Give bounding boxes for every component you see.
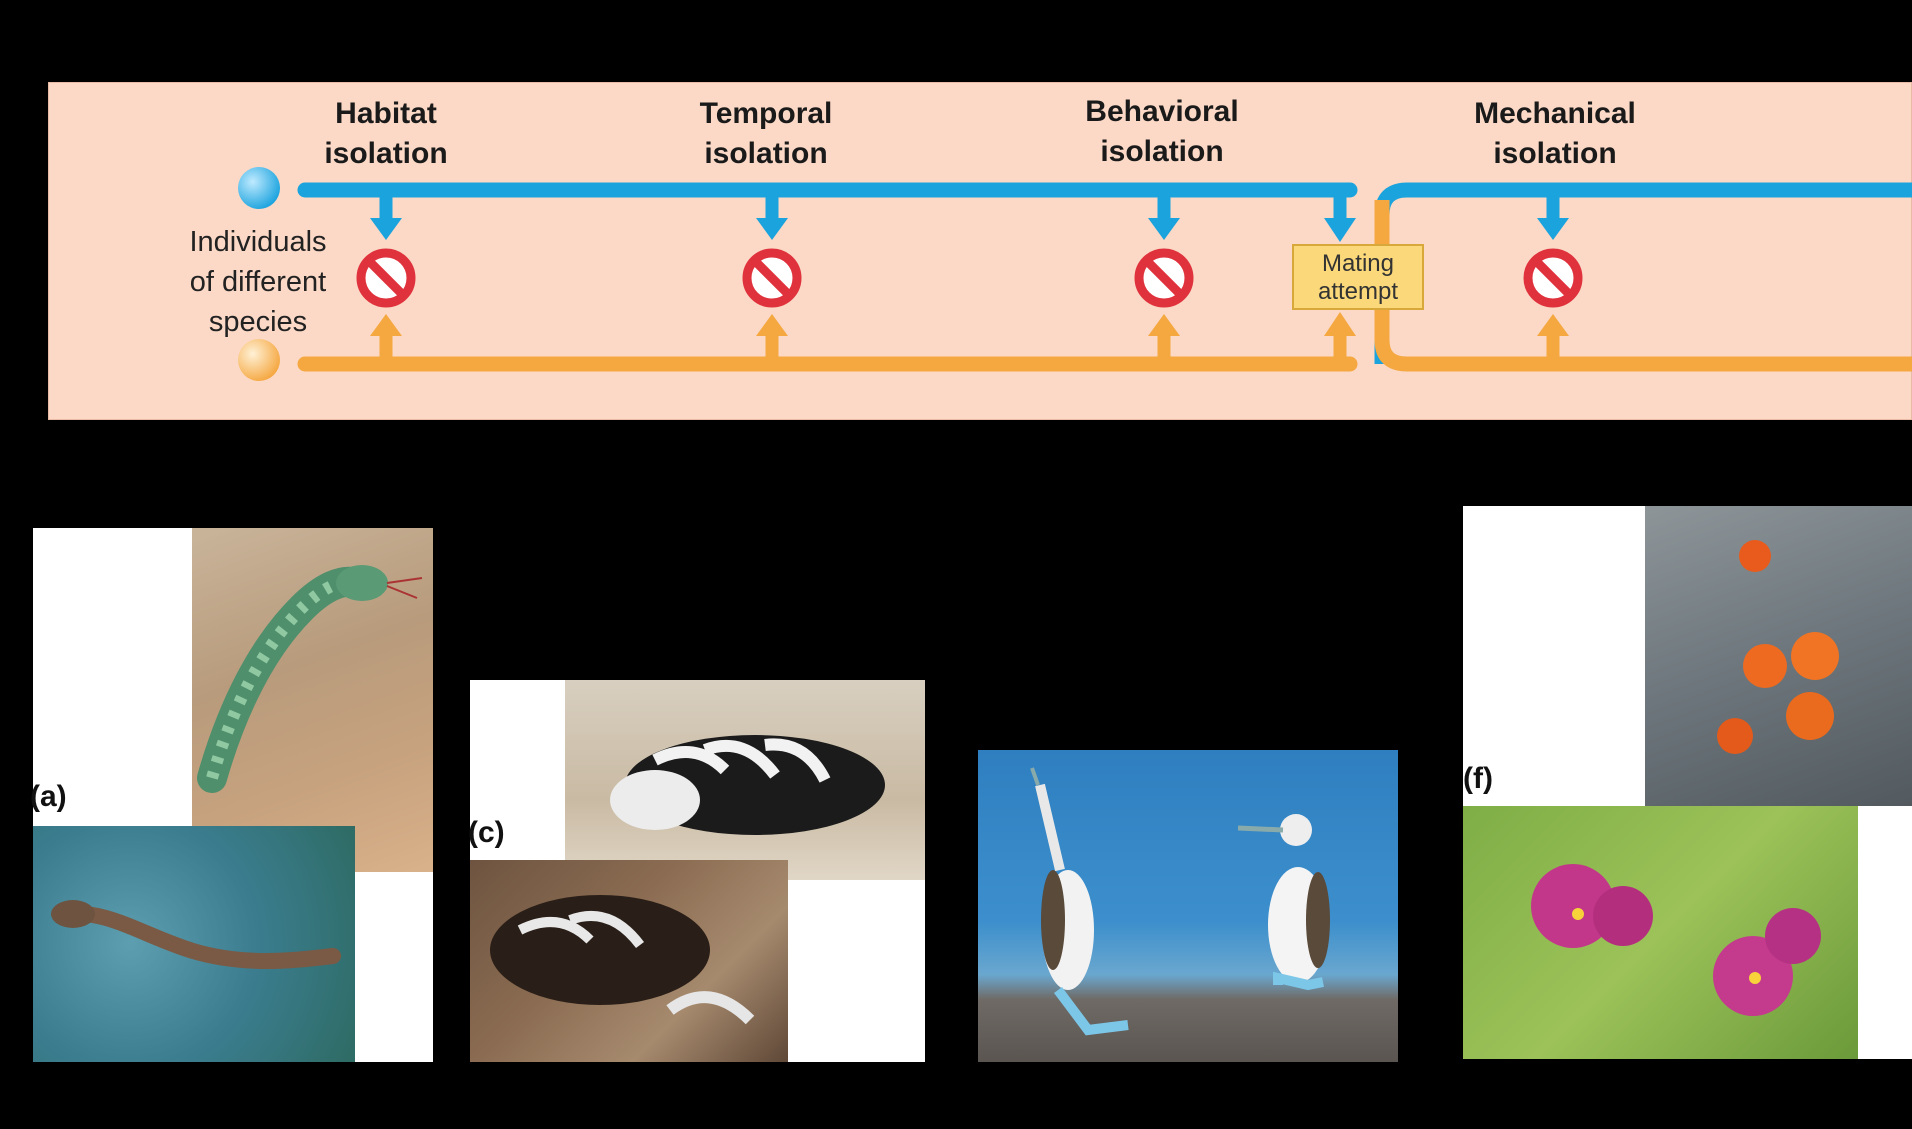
blue-down-arrow-behavioral	[1148, 190, 1180, 240]
pink-flowers-photo	[1463, 806, 1858, 1059]
blue-down-arrow-habitat	[370, 190, 402, 240]
panel-letter-f: (f)	[1463, 762, 1493, 795]
no-entry-icon	[1134, 248, 1194, 308]
orange-flowers-photo	[1645, 506, 1912, 806]
boobies-illustration	[1030, 767, 1330, 1036]
no-entry-icon	[356, 248, 416, 308]
blue-footed-boobies-photo	[978, 750, 1398, 1062]
blue-down-arrow-temporal	[756, 190, 788, 240]
water-snake-illustration	[51, 900, 341, 969]
orange-circle-icon	[238, 339, 280, 381]
snake-illustration	[197, 565, 423, 793]
orange-up-arrow-mechanical	[1537, 314, 1569, 364]
orange-flowers-illustration	[1717, 540, 1839, 754]
mating-attempt-box: Mating attempt	[1292, 244, 1424, 310]
panel-letter-c: (c)	[468, 816, 505, 849]
skunk-rocks-photo	[470, 860, 788, 1062]
pink-flowers-illustration	[1531, 864, 1821, 1016]
orange-up-arrow-temporal	[756, 314, 788, 364]
orange-up-arrow-behavioral	[1148, 314, 1180, 364]
blue-circle-icon	[238, 167, 280, 209]
skunk-illustration	[610, 735, 885, 835]
panel-letter-a: (a)	[30, 780, 67, 813]
barrier-label-mechanical: Mechanical isolation	[1474, 97, 1636, 170]
blue-down-arrow-mating	[1324, 190, 1356, 242]
barrier-label-habitat: Habitat isolation	[324, 97, 448, 170]
blue-loop-line	[1374, 182, 1912, 364]
no-entry-icon	[1523, 248, 1583, 308]
no-entry-icon	[742, 248, 802, 308]
blue-down-arrow-mechanical	[1537, 190, 1569, 240]
barrier-label-temporal: Temporal isolation	[699, 97, 833, 170]
individuals-label: Individuals of different species	[189, 226, 327, 338]
skunk-burrow-photo	[565, 680, 925, 880]
orange-up-arrow-habitat	[370, 314, 402, 364]
snake-in-water-photo	[33, 826, 355, 1062]
snake-on-land-photo	[192, 528, 433, 872]
skunk-rocks-illustration	[490, 895, 755, 1025]
orange-loop-line	[1374, 200, 1912, 372]
orange-up-arrow-mating	[1324, 312, 1356, 364]
barrier-label-behavioral: Behavioral isolation	[1085, 95, 1239, 168]
